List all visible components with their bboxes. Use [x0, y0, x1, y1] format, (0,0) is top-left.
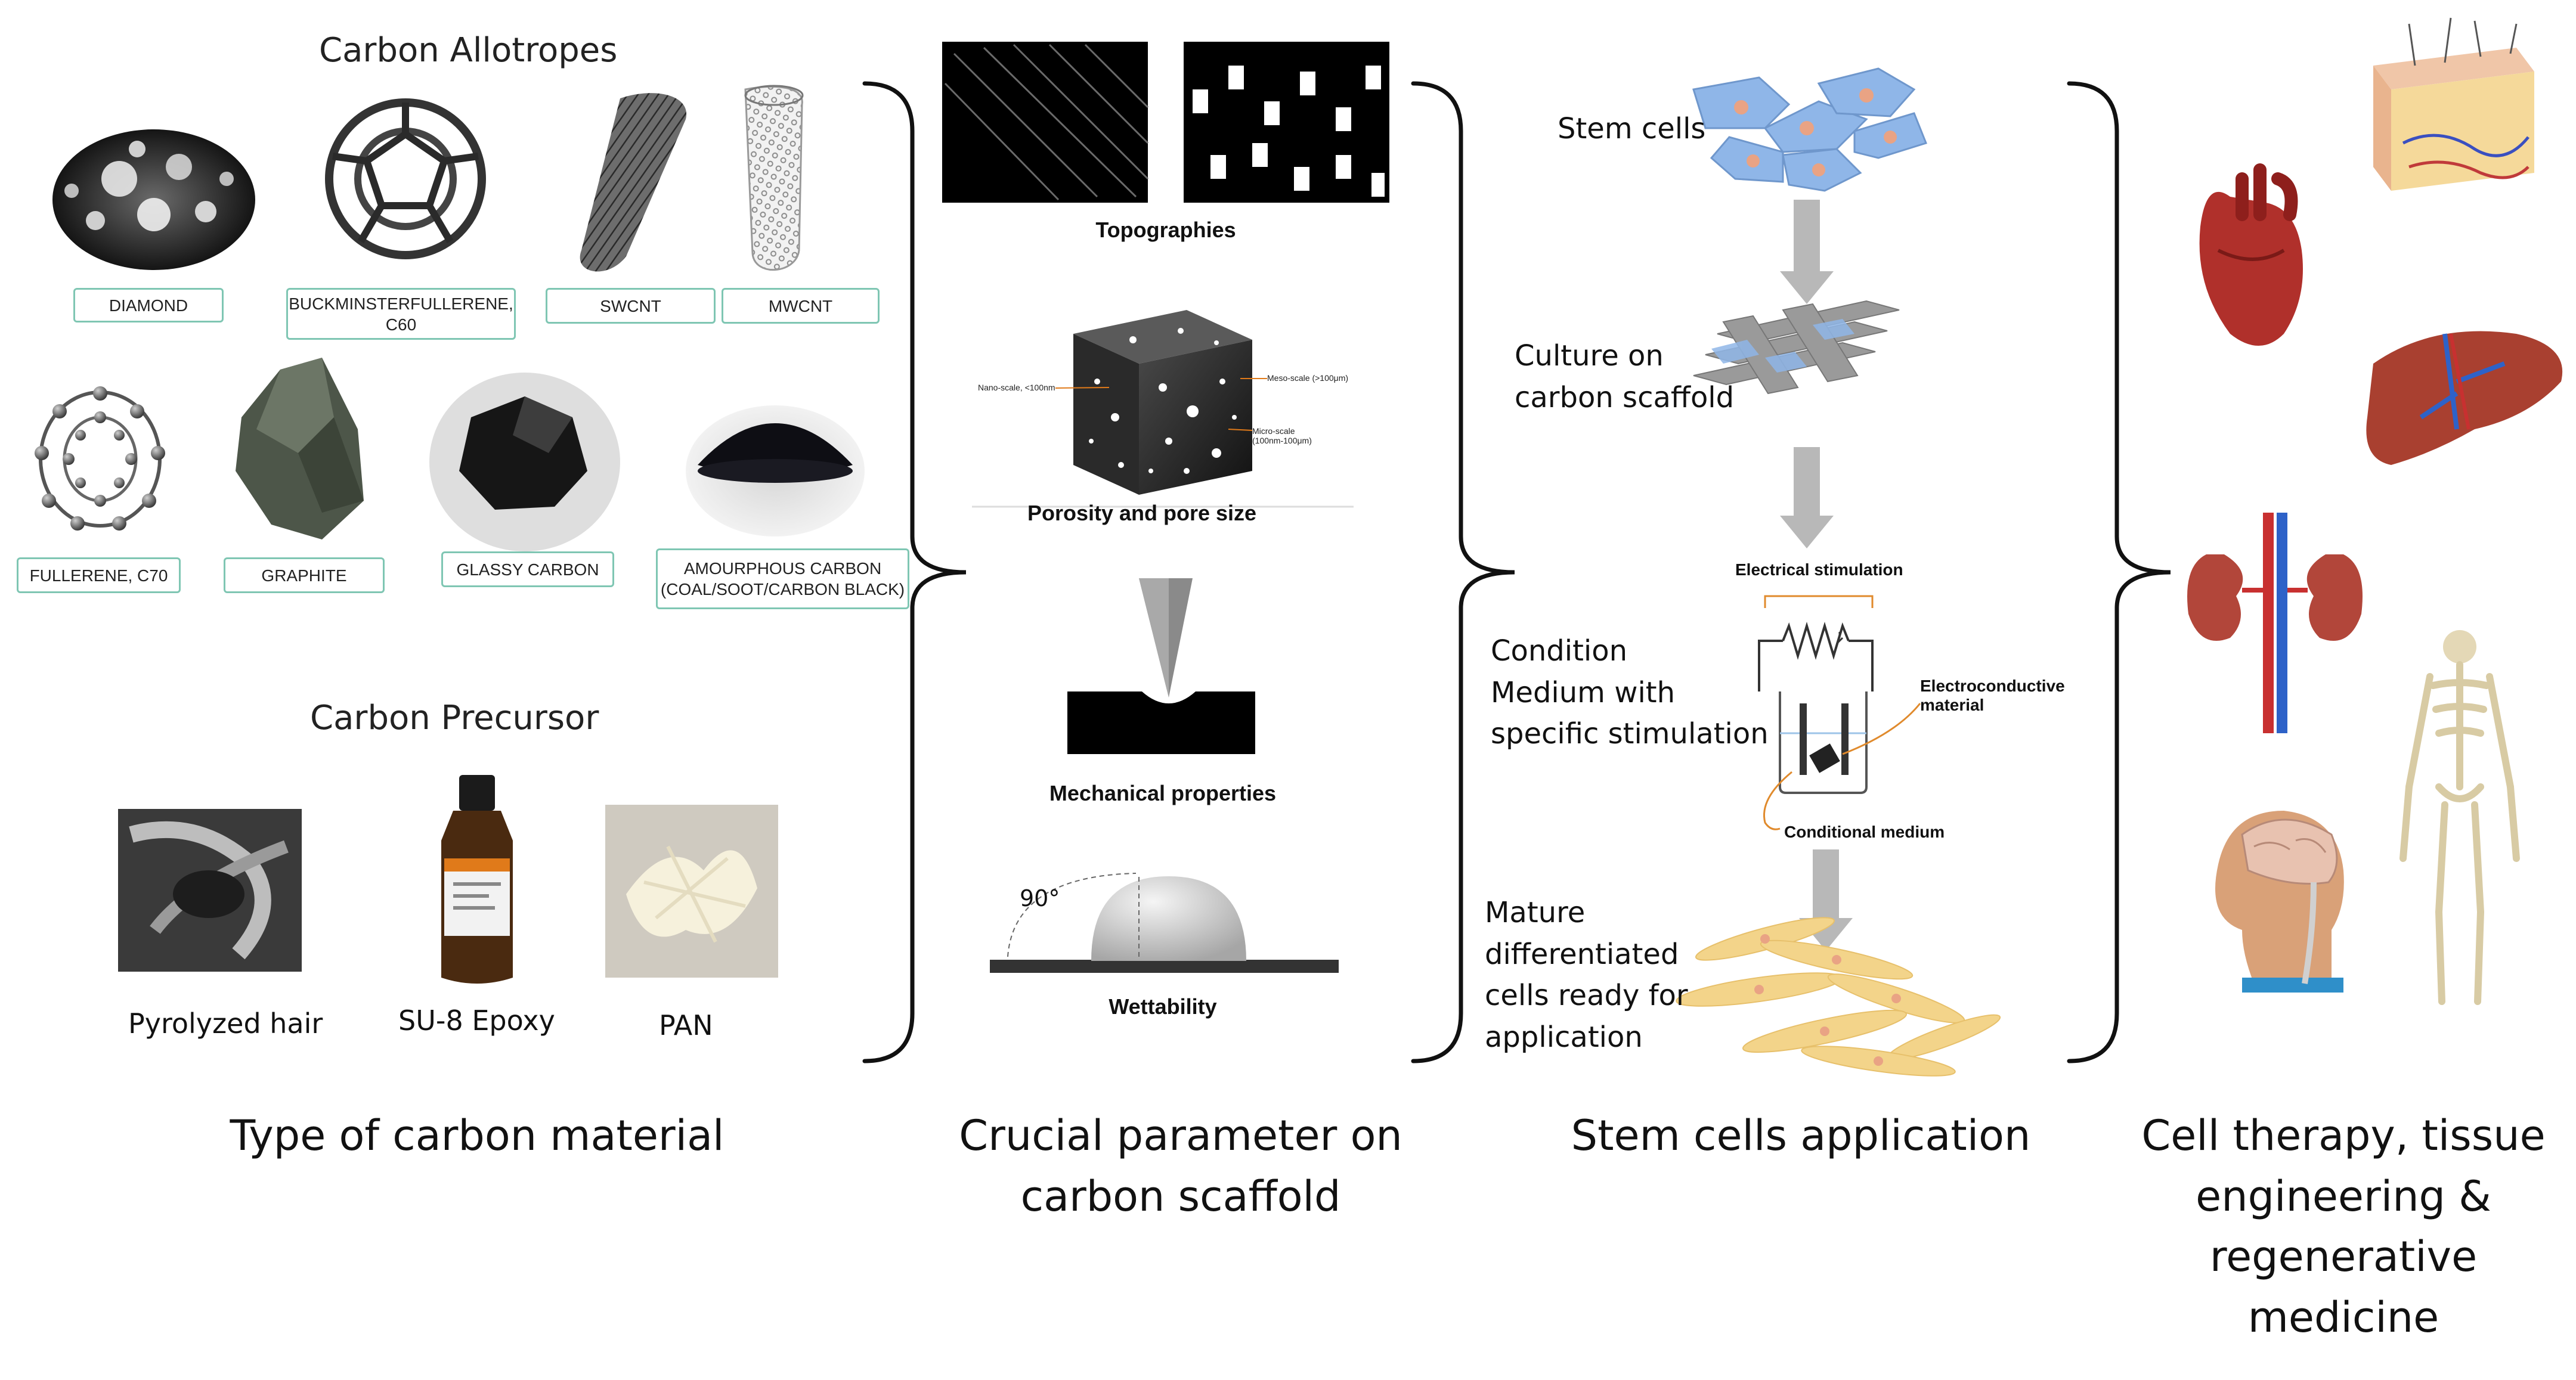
col1-title: Type of carbon material: [230, 1111, 724, 1160]
arrow-2: [1780, 447, 1834, 548]
culture-label: Culture on carbon scaffold: [1515, 339, 1735, 414]
su8-bottle-image: [441, 775, 513, 984]
carbon-precursor-title: Carbon Precursor: [310, 699, 599, 737]
pore-label-nano: Nano-scale, <100nm: [978, 383, 1055, 392]
topography-grooves-image: [942, 42, 1149, 203]
skin-layers-image: [2373, 17, 2534, 191]
col2-title: Crucial parameter on carbon scaffold: [959, 1111, 1402, 1221]
brace-col2: [1411, 81, 1515, 1063]
pore-label-micro: Micro-scale (100nm-100μm): [1252, 426, 1312, 445]
mwcnt-image: [744, 85, 804, 271]
electrical-circuit-image: [1758, 595, 1921, 830]
kidneys-image: [2187, 513, 2363, 733]
electroconductive-label: Electroconductive material: [1920, 677, 2065, 714]
c70-image: [35, 386, 165, 531]
diamond-image: [52, 129, 255, 270]
porosity-caption: Porosity and pore size: [1027, 501, 1257, 525]
indenter-image: [1139, 578, 1193, 697]
c60-label: BUCKMINSTERFULLERENE, C60: [286, 288, 516, 340]
swcnt-image: [580, 93, 687, 272]
mature-cells-image: [1676, 917, 2001, 1077]
head-brain-image: [2215, 811, 2344, 993]
pore-label-meso: Meso-scale (>100μm): [1267, 373, 1349, 383]
brace-col3: [2067, 81, 2171, 1063]
mwcnt-label: MWCNT: [722, 288, 880, 324]
carbon-allotropes-title: Carbon Allotropes: [319, 31, 618, 70]
col3-title: Stem cells application: [1571, 1111, 2031, 1160]
diamond-label: DIAMOND: [73, 288, 224, 322]
graphite-label: GRAPHITE: [224, 557, 385, 593]
glassy-carbon-image: [429, 373, 620, 551]
condition-medium-label: Condition Medium with specific stimulati…: [1491, 634, 1769, 751]
stem-cells-image: [1692, 67, 1927, 192]
pan-fiber-image: [605, 805, 778, 978]
scaffold-image: [1693, 300, 1900, 395]
su8-epoxy-caption: SU-8 Epoxy: [398, 1004, 555, 1037]
topographies-caption: Topographies: [1095, 218, 1236, 242]
arrow-1: [1780, 200, 1834, 304]
glassy-carbon-label: GLASSY CARBON: [441, 551, 614, 587]
indented-material-image: [1067, 691, 1255, 754]
liver-image: [2366, 331, 2563, 465]
pyrolyzed-hair-image: [118, 809, 302, 972]
stem-cells-label: Stem cells: [1558, 112, 1706, 145]
col4-title: Cell therapy, tissue engineering & regen…: [2141, 1111, 2546, 1342]
heart-image: [2199, 163, 2303, 346]
amorphous-carbon-label: AMOURPHOUS CARBON (COAL/SOOT/CARBON BLAC…: [656, 548, 909, 609]
conditional-medium-label: Conditional medium: [1784, 823, 1945, 841]
swcnt-label: SWCNT: [546, 288, 716, 324]
topography-pillars-image: [1184, 42, 1389, 203]
brace-col1: [862, 81, 967, 1063]
mature-cells-label: Mature differentiated cells ready for ap…: [1485, 896, 1688, 1054]
porosity-cube-image: [972, 310, 1354, 508]
electrical-stimulation-label: Electrical stimulation: [1735, 560, 1903, 579]
c60-image: [325, 98, 486, 259]
contact-angle-label: 90°: [1020, 885, 1060, 911]
skeleton-image: [2399, 630, 2520, 1005]
pan-caption: PAN: [659, 1009, 713, 1041]
mechanical-caption: Mechanical properties: [1049, 781, 1277, 805]
wettability-image: [990, 873, 1339, 973]
wettability-caption: Wettability: [1109, 994, 1217, 1019]
pyrolyzed-hair-caption: Pyrolyzed hair: [128, 1007, 323, 1040]
graphite-image: [236, 358, 364, 539]
c70-label: FULLERENE, C70: [17, 557, 181, 593]
amorphous-carbon-image: [686, 405, 865, 537]
